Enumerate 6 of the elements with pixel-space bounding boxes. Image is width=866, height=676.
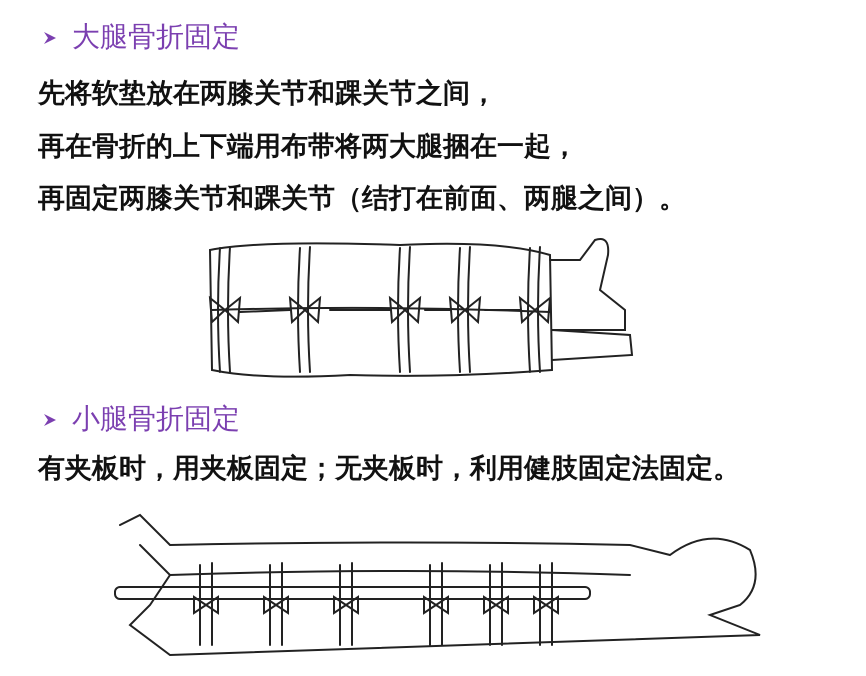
instruction-text: 再固定两膝关节和踝关节（结打在前面、两腿之间）。 xyxy=(38,182,686,216)
instruction-text: 先将软垫放在两膝关节和踝关节之间， xyxy=(38,77,497,111)
instruction-text: 有夹板时，用夹板固定；无夹板时，利用健肢固定法固定。 xyxy=(38,452,740,486)
section-heading: 小腿骨折固定 xyxy=(72,401,240,437)
instruction-text: 再在骨折的上下端用布带将两大腿捆在一起， xyxy=(38,130,578,164)
section-heading: 大腿骨折固定 xyxy=(72,19,240,55)
